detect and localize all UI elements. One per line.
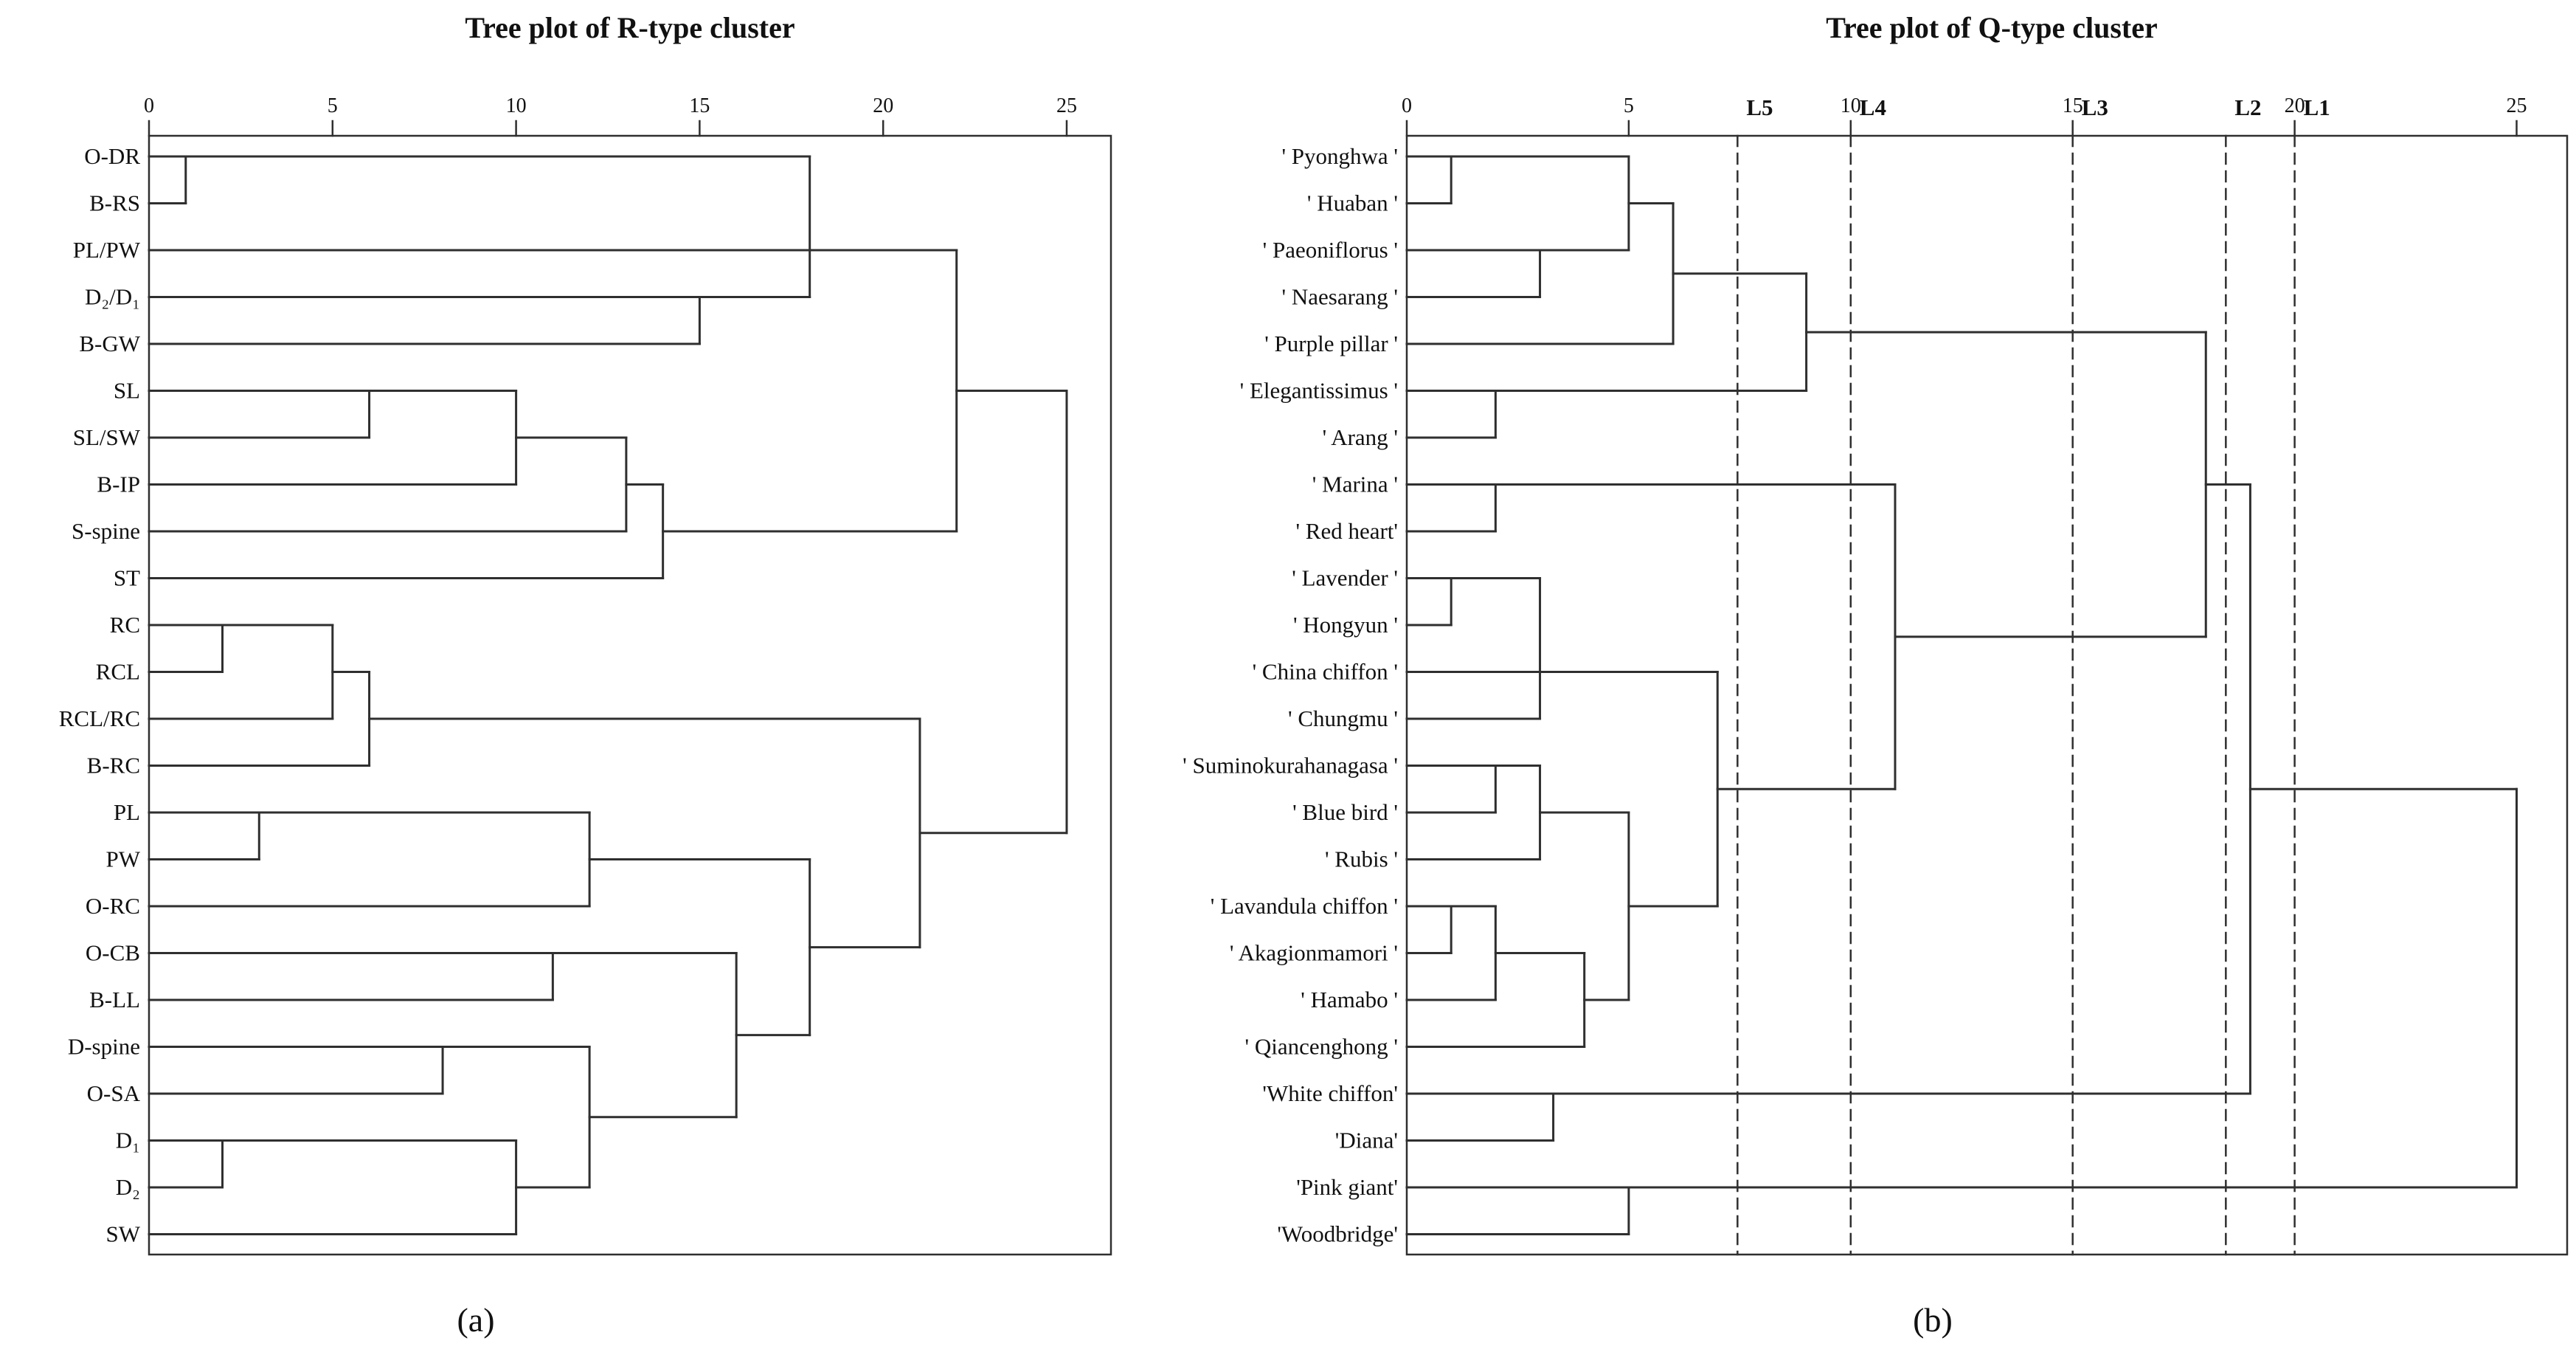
leaf-label: SL/SW (73, 424, 141, 450)
leaf-label: ' Qiancenghong ' (1245, 1034, 1398, 1060)
axis-tick-label: 0 (144, 94, 154, 117)
right-chart-title: Tree plot of Q-type cluster (1826, 11, 2158, 44)
leaf-label: 'Pink giant' (1296, 1174, 1398, 1200)
axis-tick-label: 0 (1402, 94, 1412, 117)
leaf-label: ' Purple pillar ' (1264, 331, 1398, 356)
left-panel-caption: (a) (457, 1301, 495, 1339)
leaf-label: ' Huaban ' (1307, 190, 1398, 216)
leaf-label: RC (110, 612, 140, 638)
leaf-label: ' Hongyun ' (1293, 612, 1398, 638)
leaf-label: O-DR (84, 143, 140, 169)
axis-tick-label: 20 (2285, 94, 2305, 117)
plot-border (1405, 134, 2569, 1256)
leaf-label: ' Paeoniflorus ' (1263, 237, 1398, 263)
axis-tick-label: 10 (506, 94, 527, 117)
leaf-label: ' China chiffon ' (1253, 659, 1398, 685)
axis-tick-label: 15 (2063, 94, 2083, 117)
guide-label: L1 (2304, 94, 2330, 120)
leaf-label: ' Rubis ' (1325, 846, 1398, 872)
leaf-label: S-spine (72, 518, 140, 544)
right-panel-caption: (b) (1913, 1301, 1953, 1339)
leaf-label: D₁ (116, 1128, 140, 1153)
leaf-label: O-RC (86, 893, 140, 919)
leaf-label: RCL (96, 659, 140, 685)
guide-label: L5 (1746, 94, 1773, 120)
axis-tick-label: 15 (689, 94, 710, 117)
leaf-label: D-spine (68, 1034, 140, 1060)
axis-tick-label: 5 (1624, 94, 1634, 117)
axis-tick-label: 25 (1056, 94, 1077, 117)
leaf-label: D₂ (116, 1174, 140, 1200)
leaf-label: PW (106, 846, 141, 872)
leaf-label: D₂/D₁ (85, 284, 140, 310)
leaf-label: ST (114, 565, 140, 591)
plot-border (148, 134, 1112, 1256)
axis-tick-label: 5 (328, 94, 338, 117)
axis-tick-label: 10 (1841, 94, 1861, 117)
axis-tick-label: 20 (873, 94, 893, 117)
leaf-label: 'Diana' (1335, 1128, 1398, 1153)
leaf-label: ' Lavandula chiffon ' (1211, 893, 1398, 919)
leaf-label: RCL/RC (59, 705, 140, 731)
leaf-label: ' Blue bird ' (1292, 799, 1398, 825)
leaf-label: ' Arang ' (1323, 424, 1398, 450)
leaf-label: ' Hamabo ' (1301, 987, 1398, 1012)
leaf-label: B-GW (79, 331, 140, 356)
guide-label: L3 (2082, 94, 2108, 120)
leaf-label: SW (106, 1221, 141, 1247)
leaf-label: 'Woodbridge' (1277, 1221, 1398, 1247)
leaf-label: ' Elegantissimus ' (1240, 378, 1398, 404)
axis-tick-label: 25 (2507, 94, 2527, 117)
leaf-label: ' Suminokurahanagasa ' (1183, 753, 1398, 779)
leaf-label: ' Marina ' (1312, 472, 1398, 497)
leaf-label: ' Red heart' (1295, 518, 1398, 544)
leaf-label: 'White chiffon' (1262, 1080, 1398, 1106)
leaf-label: PL/PW (73, 237, 141, 263)
leaf-label: PL (114, 799, 140, 825)
leaf-label: ' Akagionmamori ' (1230, 940, 1398, 966)
leaf-label: O-SA (87, 1080, 141, 1106)
leaf-label: ' Chungmu ' (1288, 705, 1398, 731)
leaf-label: B-LL (89, 987, 140, 1012)
guide-label: L2 (2234, 94, 2261, 120)
guide-label: L4 (1860, 94, 1886, 120)
leaf-label: B-RS (89, 190, 140, 216)
leaf-label: ' Naesarang ' (1282, 284, 1398, 310)
leaf-label: O-CB (86, 940, 140, 966)
left-chart-title: Tree plot of R-type cluster (465, 11, 795, 44)
leaf-label: ' Lavender ' (1292, 565, 1398, 591)
leaf-label: ' Pyonghwa ' (1281, 143, 1398, 169)
leaf-label: SL (114, 378, 140, 404)
leaf-label: B-RC (87, 753, 140, 779)
leaf-label: B-IP (97, 472, 140, 497)
